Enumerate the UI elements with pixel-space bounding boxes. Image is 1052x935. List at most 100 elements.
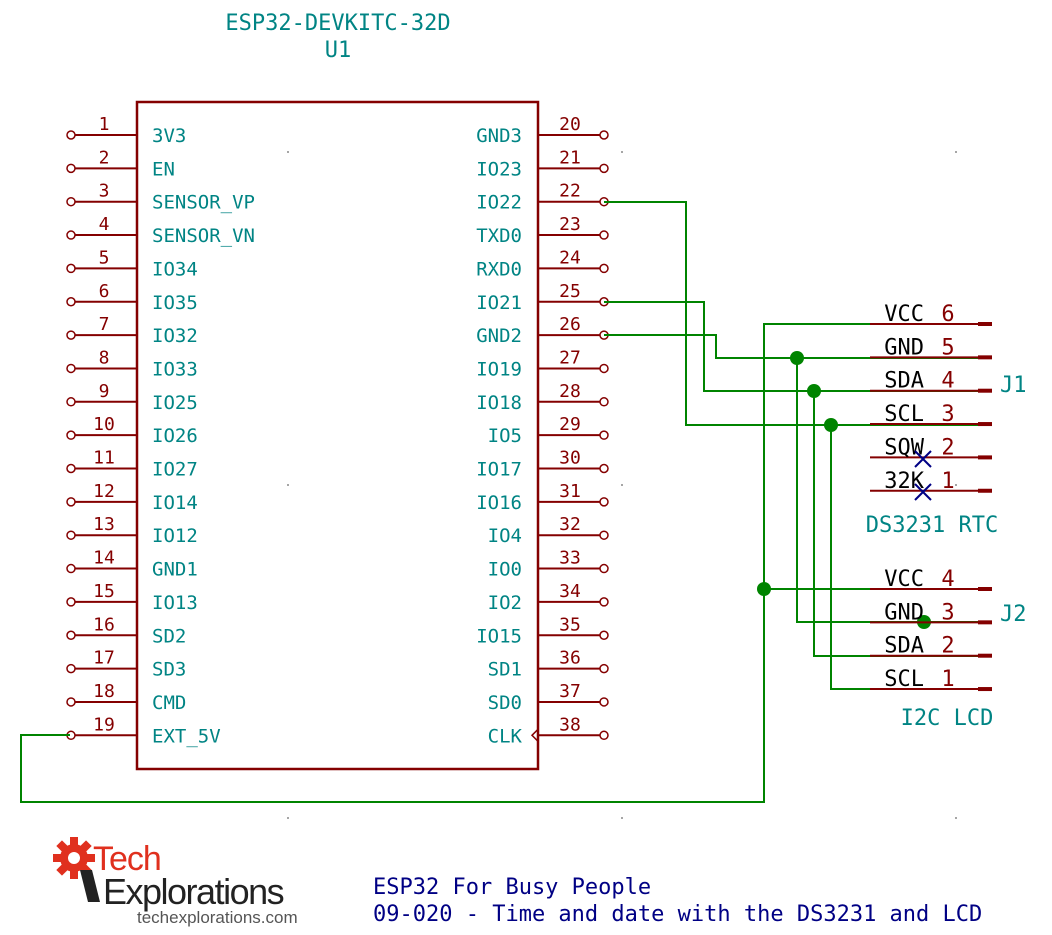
junction-gnd (790, 351, 804, 365)
pin-label: IO26 (152, 425, 198, 447)
pin-label: IO27 (152, 459, 198, 481)
pin-number: 19 (93, 714, 115, 735)
pin-number: 12 (93, 481, 115, 502)
pin-end-icon (66, 397, 76, 407)
connector-pin-end (978, 687, 992, 692)
pin-end-icon (599, 497, 609, 507)
pin-end-icon (66, 630, 76, 640)
component-name: ESP32-DEVKITC-32D (225, 11, 450, 36)
pin-label: CMD (152, 692, 186, 714)
pin-end-icon (599, 697, 609, 707)
connector-pin-number: 2 (941, 435, 954, 460)
connector-pin: SDA 2 (870, 634, 992, 659)
pin-number: 14 (93, 548, 115, 569)
connector-ref: J2 (1000, 602, 1027, 627)
pin-end-icon (66, 463, 76, 474)
pin-number: 36 (559, 648, 581, 669)
pin-number: 29 (559, 414, 581, 435)
logo-word-explorations: Explorations (103, 871, 284, 912)
grid-dots (287, 151, 957, 819)
pin-label: IO18 (476, 392, 522, 414)
pin-end-icon (599, 530, 609, 540)
pin-number: 10 (93, 414, 115, 435)
pin-label: IO21 (476, 292, 522, 314)
pin-number: 11 (93, 448, 115, 469)
pin-label: EXT_5V (152, 725, 221, 747)
pin-number: 1 (99, 114, 110, 135)
pin-end-icon (599, 230, 609, 240)
connector-pin-label: SDA (884, 634, 924, 659)
pin-label: IO23 (476, 158, 522, 180)
wire-gnd2-gnd (604, 334, 978, 359)
pin-label: IO0 (488, 559, 522, 581)
pin-number: 7 (99, 314, 110, 335)
left-pin-column: 13V32EN3SENSOR_VP4SENSOR_VN5IO346IO357IO… (66, 114, 255, 747)
connector-pin-number: 6 (941, 302, 954, 327)
pointer-icon (80, 870, 100, 902)
pin-label: GND2 (476, 325, 522, 347)
pin-number: 4 (99, 214, 110, 235)
pin-end-icon (66, 330, 76, 340)
pin-number: 32 (559, 514, 581, 535)
pin-label: RXD0 (476, 258, 522, 280)
pin-label: GND3 (476, 125, 522, 147)
pin-label: IO12 (152, 525, 198, 547)
connector-pin-number: 2 (941, 634, 954, 659)
pin-number: 6 (99, 281, 110, 302)
pin-number: 18 (93, 681, 115, 702)
component-ref: U1 (325, 38, 352, 63)
connector-pin-number: 4 (941, 567, 954, 592)
connector-pin-label: VCC (884, 302, 924, 327)
pin-number: 31 (559, 481, 581, 502)
pin-label: IO35 (152, 292, 198, 314)
right-pin-column: 20GND321IO2322IO2223TXD024RXD025IO2126GN… (476, 114, 609, 747)
pin-end-icon (599, 163, 609, 174)
pin-label: IO22 (476, 192, 522, 214)
pin-number: 16 (93, 614, 115, 635)
pin-number: 37 (559, 681, 581, 702)
pin-number: 33 (559, 548, 581, 569)
logo-word-tech: Tech (93, 840, 161, 878)
pin-end-icon (66, 430, 76, 440)
pin-end-icon (66, 363, 76, 374)
connector-pin-label: GND (884, 335, 924, 360)
connector-pin-label: SCL (884, 667, 924, 692)
pin-end-icon (66, 663, 76, 674)
connector-pin-label: SCL (884, 402, 924, 427)
pin-end-icon (599, 430, 609, 440)
pin-number: 23 (559, 214, 581, 235)
pin-end-icon (66, 263, 76, 274)
title-block: ESP32 For Busy People 09-020 - Time and … (373, 875, 982, 927)
pin-label: EN (152, 158, 175, 180)
wire-ext5v-vcc (20, 323, 978, 803)
junction-sda (807, 384, 821, 398)
connector-pin-number: 3 (941, 600, 954, 625)
pin-label: IO33 (152, 358, 198, 380)
no-connect-markers (914, 450, 932, 501)
connector-pin-end (978, 620, 992, 625)
pin-end-icon (66, 163, 76, 174)
pin-label: IO5 (488, 425, 522, 447)
